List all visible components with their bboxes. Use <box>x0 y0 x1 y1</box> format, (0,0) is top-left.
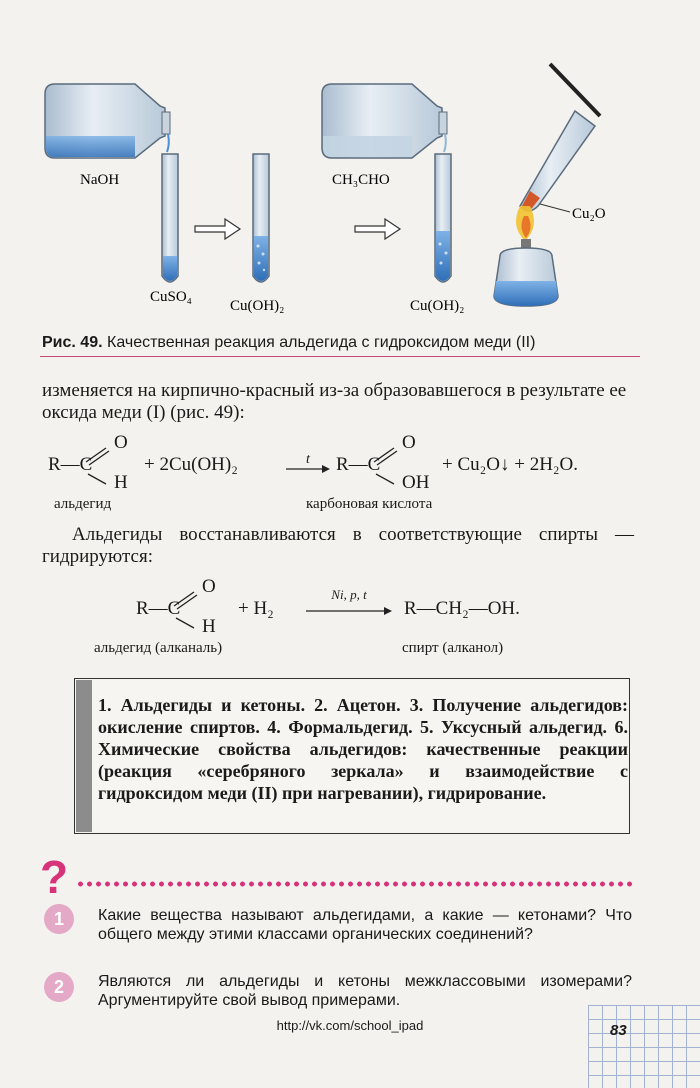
question-1-number: 1 <box>44 904 74 934</box>
caption-divider <box>40 356 640 357</box>
r1-label-aldehyde: альдегид <box>54 496 112 512</box>
caption-number: Рис. 49. <box>42 334 103 351</box>
label-naoh: NaOH <box>80 172 119 188</box>
r2-product: R—CH₂—OH. <box>404 598 520 619</box>
r1-label-acid: карбоновая кислота <box>306 496 433 512</box>
key-terms-text: 1. Альдегиды и кетоны. 2. Ацетон. 3. Пол… <box>98 695 628 803</box>
r2-arrow-label: Ni, p, t <box>331 587 367 602</box>
experiment-illustration: NaOH CuSO₄ Cu(OH)₂ CH₃CHO Cu(OH)₂ Cu₂O <box>44 62 606 314</box>
reaction-2: R—C O H + H₂ Ni, p, t R—CH₂—OH. <box>136 576 576 646</box>
question-1-text: Какие вещества называют альдегидами, а к… <box>98 907 632 943</box>
test-tube-cuoh2-a <box>252 153 270 283</box>
ch3cho-bottle <box>321 83 448 159</box>
r2-arrow-icon <box>306 607 392 615</box>
r2-rc: R—C <box>136 598 181 619</box>
dotted-divider <box>76 880 636 888</box>
r2-h: H <box>202 616 216 637</box>
label-cuso4: CuSO₄ <box>150 289 192 305</box>
heating-tube <box>519 62 602 212</box>
figure-49: NaOH CuSO₄ Cu(OH)₂ CH₃CHO Cu(OH)₂ Cu₂O <box>40 56 650 326</box>
r2-o: O <box>202 576 216 597</box>
r1-prod-o: O <box>402 432 416 453</box>
page-corner-grid <box>588 1005 700 1088</box>
key-terms-strip <box>76 680 92 832</box>
question-2-number: 2 <box>44 972 74 1002</box>
caption-text: Качественная реакция альдегида с гидрокс… <box>107 334 536 351</box>
source-url: http://vk.com/school_ipad <box>276 1018 424 1033</box>
r2-label-aldehyde: альдегид (алканаль) <box>94 640 223 656</box>
key-terms-box <box>74 678 630 834</box>
naoh-bottle <box>44 83 171 159</box>
r1-h: H <box>114 472 128 493</box>
arrow-1-icon <box>194 217 242 241</box>
r1-reagent: + 2Cu(OH)₂ <box>144 454 238 475</box>
question-mark-icon: ? <box>40 851 69 903</box>
label-cu2o: Cu₂O <box>572 206 606 222</box>
paragraph-2: Альдегиды восстанавливаются в соответств… <box>42 524 634 567</box>
question-2-text: Являются ли альдегиды и кетоны межклассо… <box>98 973 632 1009</box>
r1-o: O <box>114 432 128 453</box>
reaction-1: R—C O H + 2Cu(OH)₂ t R—C O OH + Cu₂O↓ + … <box>48 432 668 514</box>
r1-bonds <box>85 447 110 485</box>
r1-prod-bonds <box>373 447 398 485</box>
paragraph-1: изменяется на кирпично-красный из-за обр… <box>42 380 627 423</box>
figure-caption: Рис. 49. Качественная реакция альдегида … <box>42 334 638 352</box>
r2-reagent: + H₂ <box>238 598 274 619</box>
r1-rest: + Cu₂O↓ + 2H₂O. <box>442 454 579 475</box>
r1-rc: R—C <box>48 454 93 475</box>
label-cuoh2-a: Cu(OH)₂ <box>230 298 284 314</box>
test-tube-cuso4 <box>161 153 179 283</box>
r1-arrow-label: t <box>306 452 310 467</box>
page-number: 83 <box>610 1022 627 1039</box>
r1-prod-rc: R—C <box>336 454 381 475</box>
r1-prod-oh: OH <box>402 472 430 493</box>
r2-label-alcohol: спирт (алканол) <box>402 640 504 656</box>
arrow-2-icon <box>354 217 402 241</box>
label-cuoh2-b: Cu(OH)₂ <box>410 298 464 314</box>
label-ch3cho: CH₃CHO <box>332 172 390 188</box>
r1-arrow-icon <box>286 465 330 473</box>
spirit-lamp-icon <box>493 206 559 307</box>
r2-bonds <box>173 591 198 629</box>
test-tube-cuoh2-b <box>434 153 452 283</box>
